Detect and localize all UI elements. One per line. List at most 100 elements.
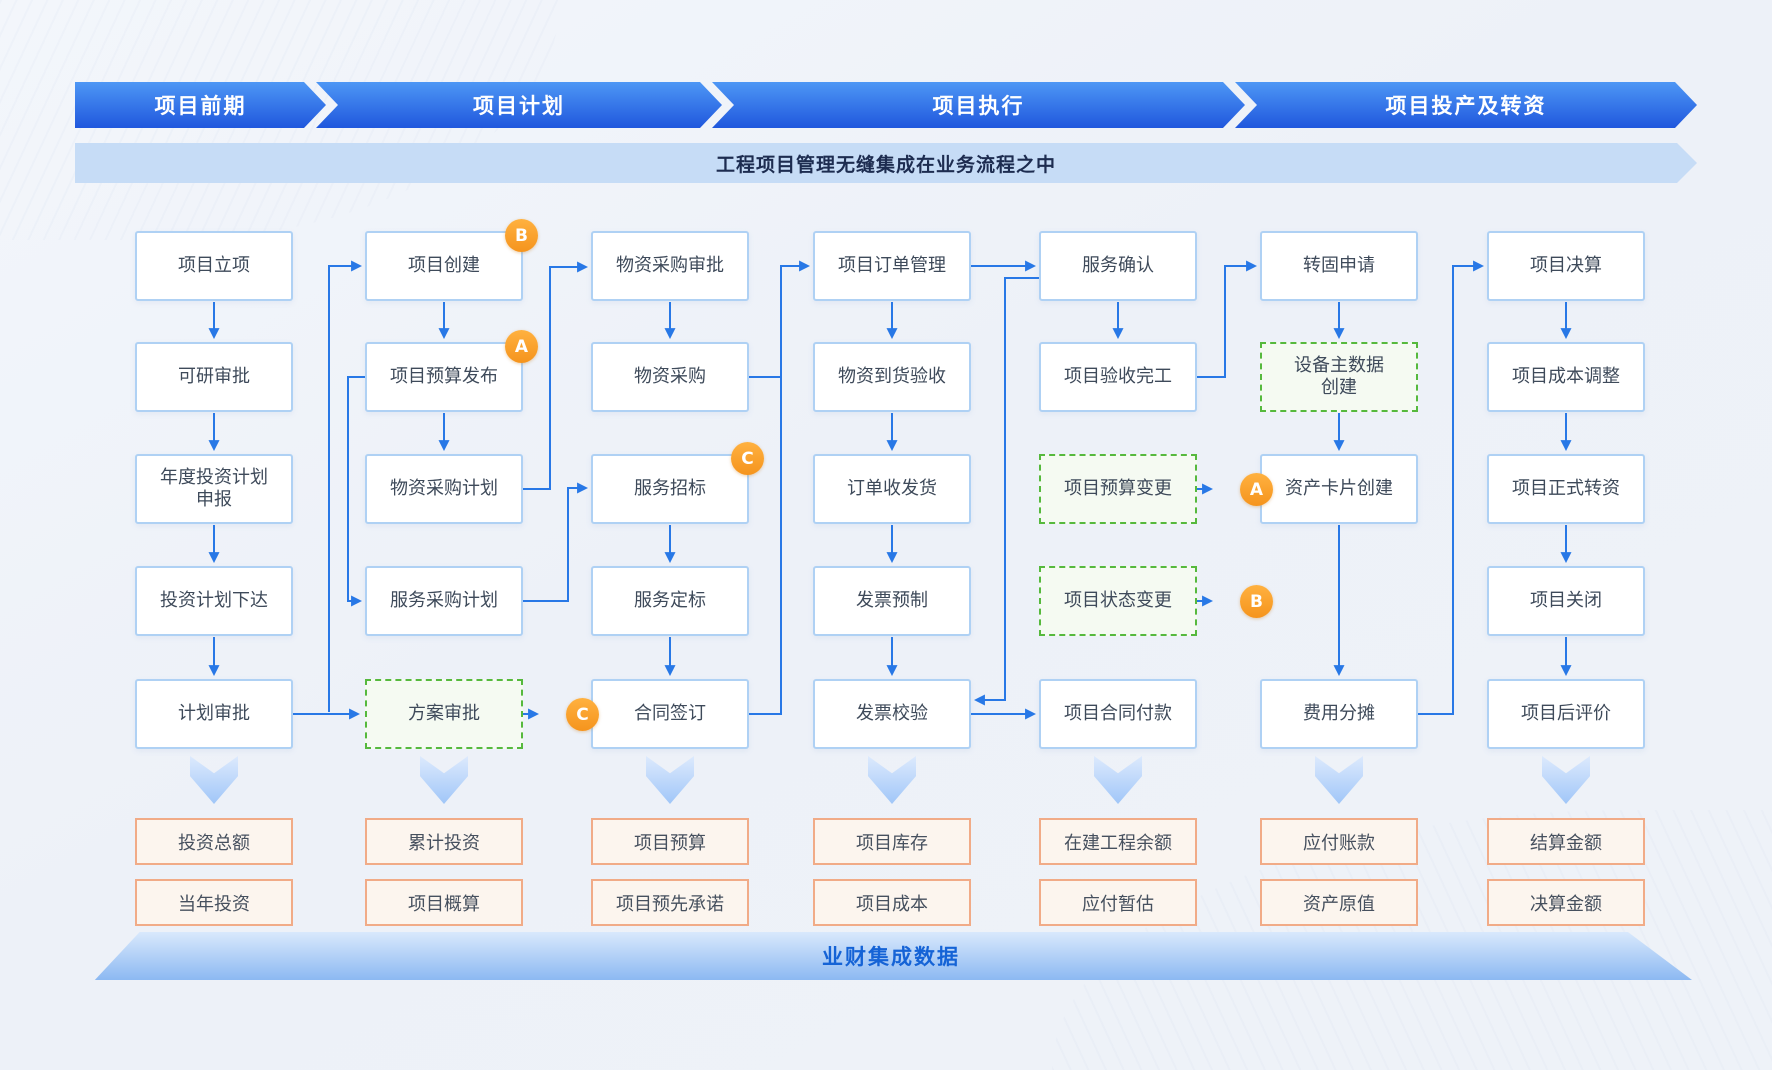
step-badge-c: C xyxy=(731,442,764,475)
flow-box-label: 发票预制 xyxy=(856,589,928,611)
finance-data-label: 项目库存 xyxy=(856,832,928,854)
step-badge-b: B xyxy=(1240,585,1273,618)
flow-box: 项目立项 xyxy=(135,231,293,301)
flow-box: 发票校验 xyxy=(813,679,971,749)
flow-box-label: 转固申请 xyxy=(1303,254,1375,276)
flow-box-label: 物资采购 xyxy=(634,365,706,387)
flow-box-label: 物资采购审批 xyxy=(616,254,724,276)
down-chevron-icon xyxy=(1094,756,1142,804)
flow-box: 项目预算发布 xyxy=(365,342,523,412)
finance-data-label: 应付暂估 xyxy=(1082,893,1154,915)
flow-box: 项目订单管理 xyxy=(813,231,971,301)
finance-data-box: 项目成本 xyxy=(813,879,971,926)
flow-box-label: 订单收发货 xyxy=(847,477,937,499)
flow-box: 可研审批 xyxy=(135,342,293,412)
flow-box: 方案审批 xyxy=(365,679,523,749)
finance-data-label: 投资总额 xyxy=(178,832,250,854)
down-chevron-icon xyxy=(868,756,916,804)
flow-box-label: 项目创建 xyxy=(408,254,480,276)
finance-data-label: 项目成本 xyxy=(856,893,928,915)
phase-tab-handover-capitalization: 项目投产及转资 xyxy=(1235,82,1697,128)
flow-box: 服务采购计划 xyxy=(365,566,523,636)
finance-data-box: 累计投资 xyxy=(365,818,523,865)
flow-box-label: 服务定标 xyxy=(634,589,706,611)
phase-banner: 项目前期 项目计划 项目执行 项目投产及转资 xyxy=(75,82,1697,128)
finance-data-box: 当年投资 xyxy=(135,879,293,926)
flow-box: 项目合同付款 xyxy=(1039,679,1197,749)
flow-box-label: 物资采购计划 xyxy=(390,477,498,499)
finance-data-box: 结算金额 xyxy=(1487,818,1645,865)
integration-subtitle-band: 工程项目管理无缝集成在业务流程之中 xyxy=(75,143,1697,183)
flow-box-label: 方案审批 xyxy=(408,702,480,724)
down-chevron-icon xyxy=(420,756,468,804)
finance-data-label: 应付账款 xyxy=(1303,832,1375,854)
down-chevron-icon xyxy=(1542,756,1590,804)
phase-label: 项目执行 xyxy=(932,94,1025,118)
flow-box: 服务确认 xyxy=(1039,231,1197,301)
flow-box-label: 服务招标 xyxy=(634,477,706,499)
phase-tab-project-execution: 项目执行 xyxy=(712,82,1245,128)
flow-box-label: 物资到货验收 xyxy=(838,365,946,387)
flow-box-label: 设备主数据 创建 xyxy=(1294,354,1384,399)
down-chevron-icon xyxy=(646,756,694,804)
flow-box: 设备主数据 创建 xyxy=(1260,342,1418,412)
phase-label: 项目前期 xyxy=(154,94,247,118)
flow-box-label: 项目预算变更 xyxy=(1064,477,1172,499)
flow-box: 服务招标 xyxy=(591,454,749,524)
finance-data-label: 结算金额 xyxy=(1530,832,1602,854)
flow-box: 计划审批 xyxy=(135,679,293,749)
flow-box-label: 项目正式转资 xyxy=(1512,477,1620,499)
flow-box-label: 项目订单管理 xyxy=(838,254,946,276)
flow-box-label: 项目立项 xyxy=(178,254,250,276)
flow-box: 项目关闭 xyxy=(1487,566,1645,636)
finance-data-label: 项目预算 xyxy=(634,832,706,854)
flow-box: 资产卡片创建 xyxy=(1260,454,1418,524)
flow-box-label: 可研审批 xyxy=(178,365,250,387)
flow-box: 项目验收完工 xyxy=(1039,342,1197,412)
step-badge-a: A xyxy=(505,330,538,363)
finance-data-label: 项目预先承诺 xyxy=(616,893,724,915)
finance-data-label: 当年投资 xyxy=(178,893,250,915)
flow-box: 转固申请 xyxy=(1260,231,1418,301)
flow-box-label: 服务采购计划 xyxy=(390,589,498,611)
flow-box: 发票预制 xyxy=(813,566,971,636)
phase-tab-project-planning: 项目计划 xyxy=(316,82,722,128)
finance-data-label: 资产原值 xyxy=(1303,893,1375,915)
finance-data-box: 应付账款 xyxy=(1260,818,1418,865)
finance-data-box: 资产原值 xyxy=(1260,879,1418,926)
flow-box: 项目预算变更 xyxy=(1039,454,1197,524)
finance-data-box: 投资总额 xyxy=(135,818,293,865)
finance-data-box: 项目预先承诺 xyxy=(591,879,749,926)
down-chevron-icon xyxy=(1315,756,1363,804)
flow-box-label: 年度投资计划 申报 xyxy=(160,466,268,511)
finance-data-box: 项目预算 xyxy=(591,818,749,865)
flow-box: 项目正式转资 xyxy=(1487,454,1645,524)
flow-box: 项目创建 xyxy=(365,231,523,301)
finance-data-label: 累计投资 xyxy=(408,832,480,854)
flow-box: 投资计划下达 xyxy=(135,566,293,636)
finance-data-label: 决算金额 xyxy=(1530,893,1602,915)
flow-box: 年度投资计划 申报 xyxy=(135,454,293,524)
finance-data-box: 项目概算 xyxy=(365,879,523,926)
flow-box-label: 项目关闭 xyxy=(1530,589,1602,611)
flow-box-label: 发票校验 xyxy=(856,702,928,724)
flow-box-label: 项目验收完工 xyxy=(1064,365,1172,387)
finance-data-box: 项目库存 xyxy=(813,818,971,865)
phase-tab-pre-project: 项目前期 xyxy=(75,82,326,128)
flow-box: 物资采购计划 xyxy=(365,454,523,524)
finance-data-label: 在建工程余额 xyxy=(1064,832,1172,854)
flow-box: 合同签订 xyxy=(591,679,749,749)
flow-box: 服务定标 xyxy=(591,566,749,636)
step-badge-c: C xyxy=(566,698,599,731)
flow-box: 物资到货验收 xyxy=(813,342,971,412)
flow-box-label: 项目预算发布 xyxy=(390,365,498,387)
down-chevron-icon xyxy=(190,756,238,804)
flow-box: 物资采购 xyxy=(591,342,749,412)
flow-box-label: 合同签订 xyxy=(634,702,706,724)
flow-box-label: 资产卡片创建 xyxy=(1285,477,1393,499)
flow-box-label: 服务确认 xyxy=(1082,254,1154,276)
flow-box: 项目状态变更 xyxy=(1039,566,1197,636)
step-badge-b: B xyxy=(505,219,538,252)
flow-box: 项目成本调整 xyxy=(1487,342,1645,412)
